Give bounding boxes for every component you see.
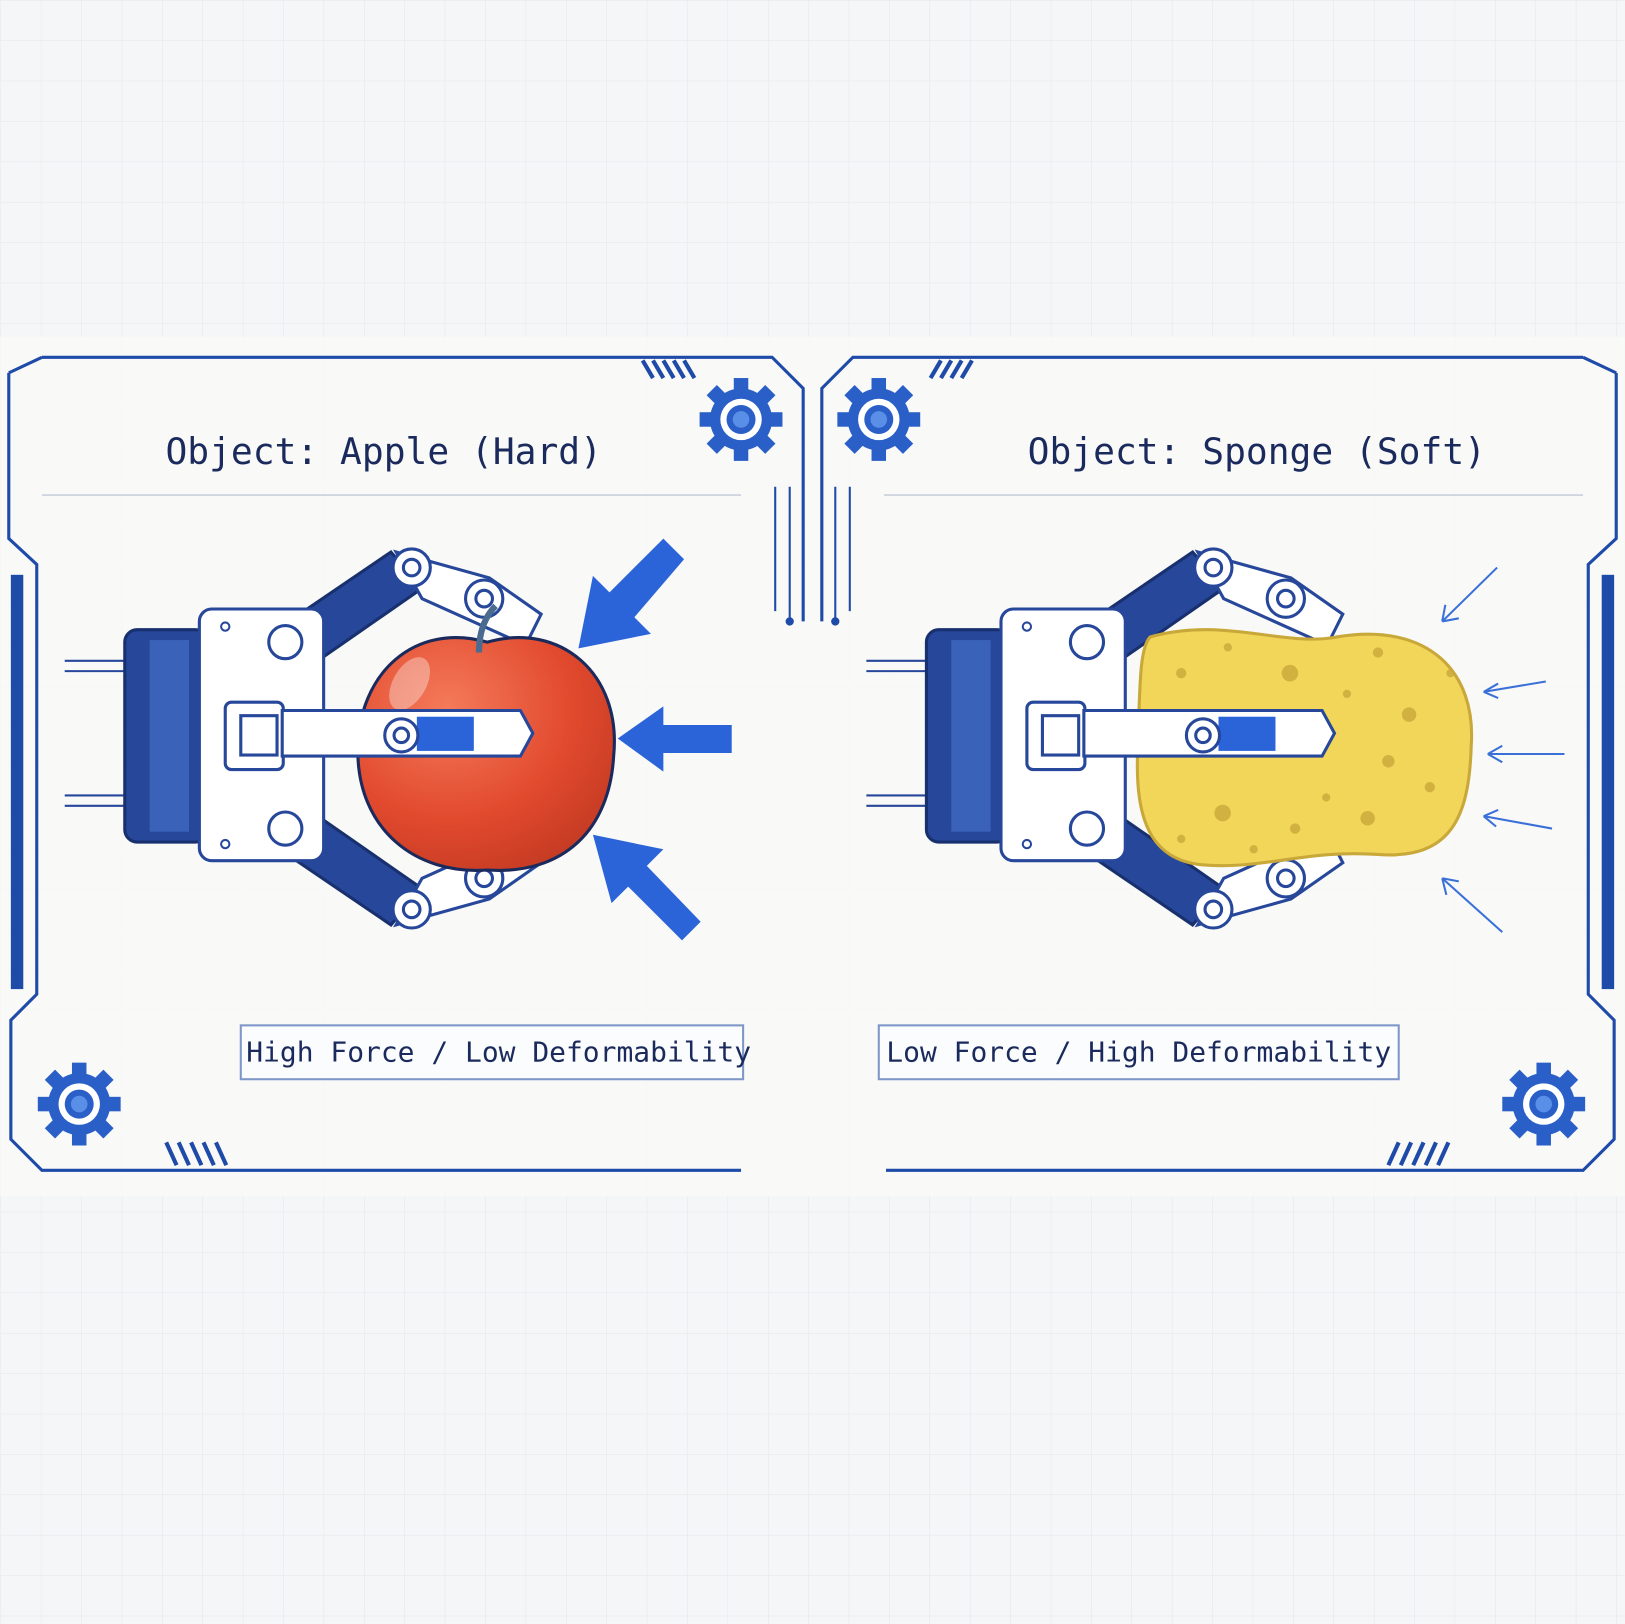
- panel-sponge: Object: Sponge (Soft) Low Force / High D…: [820, 355, 1618, 1172]
- gear-icon: [837, 378, 921, 461]
- caption: Low Force / High Deformability: [886, 1036, 1391, 1069]
- force-arrow-icon: [1441, 877, 1503, 933]
- caption: High Force / Low Deformability: [246, 1036, 751, 1069]
- panel-title: Object: Sponge (Soft): [1028, 430, 1486, 473]
- force-arrow-icon: [1482, 808, 1553, 830]
- force-arrows-high: [578, 538, 732, 941]
- force-arrow-icon: [1487, 744, 1565, 764]
- force-arrow-icon: [592, 834, 701, 941]
- force-arrow-icon: [578, 538, 685, 649]
- force-arrow-icon: [1441, 566, 1498, 623]
- panel-frame: [7, 355, 805, 1172]
- force-arrow-icon: [617, 706, 732, 772]
- force-arrow-icon: [1483, 680, 1546, 700]
- force-arrows-low: [1441, 566, 1565, 933]
- gear-icon: [37, 1062, 121, 1146]
- gear-icon: [1502, 1062, 1586, 1146]
- caption-box: High Force / Low Deformability: [239, 1024, 751, 1081]
- panel-frame: [820, 355, 1618, 1172]
- gear-icon: [699, 378, 783, 461]
- caption-box: Low Force / High Deformability: [877, 1024, 1400, 1081]
- panel-apple: Object: Apple (Hard) High Force / Low De…: [7, 355, 805, 1172]
- center-circuit-lines: [774, 486, 851, 626]
- panel-title: Object: Apple (Hard): [165, 430, 602, 473]
